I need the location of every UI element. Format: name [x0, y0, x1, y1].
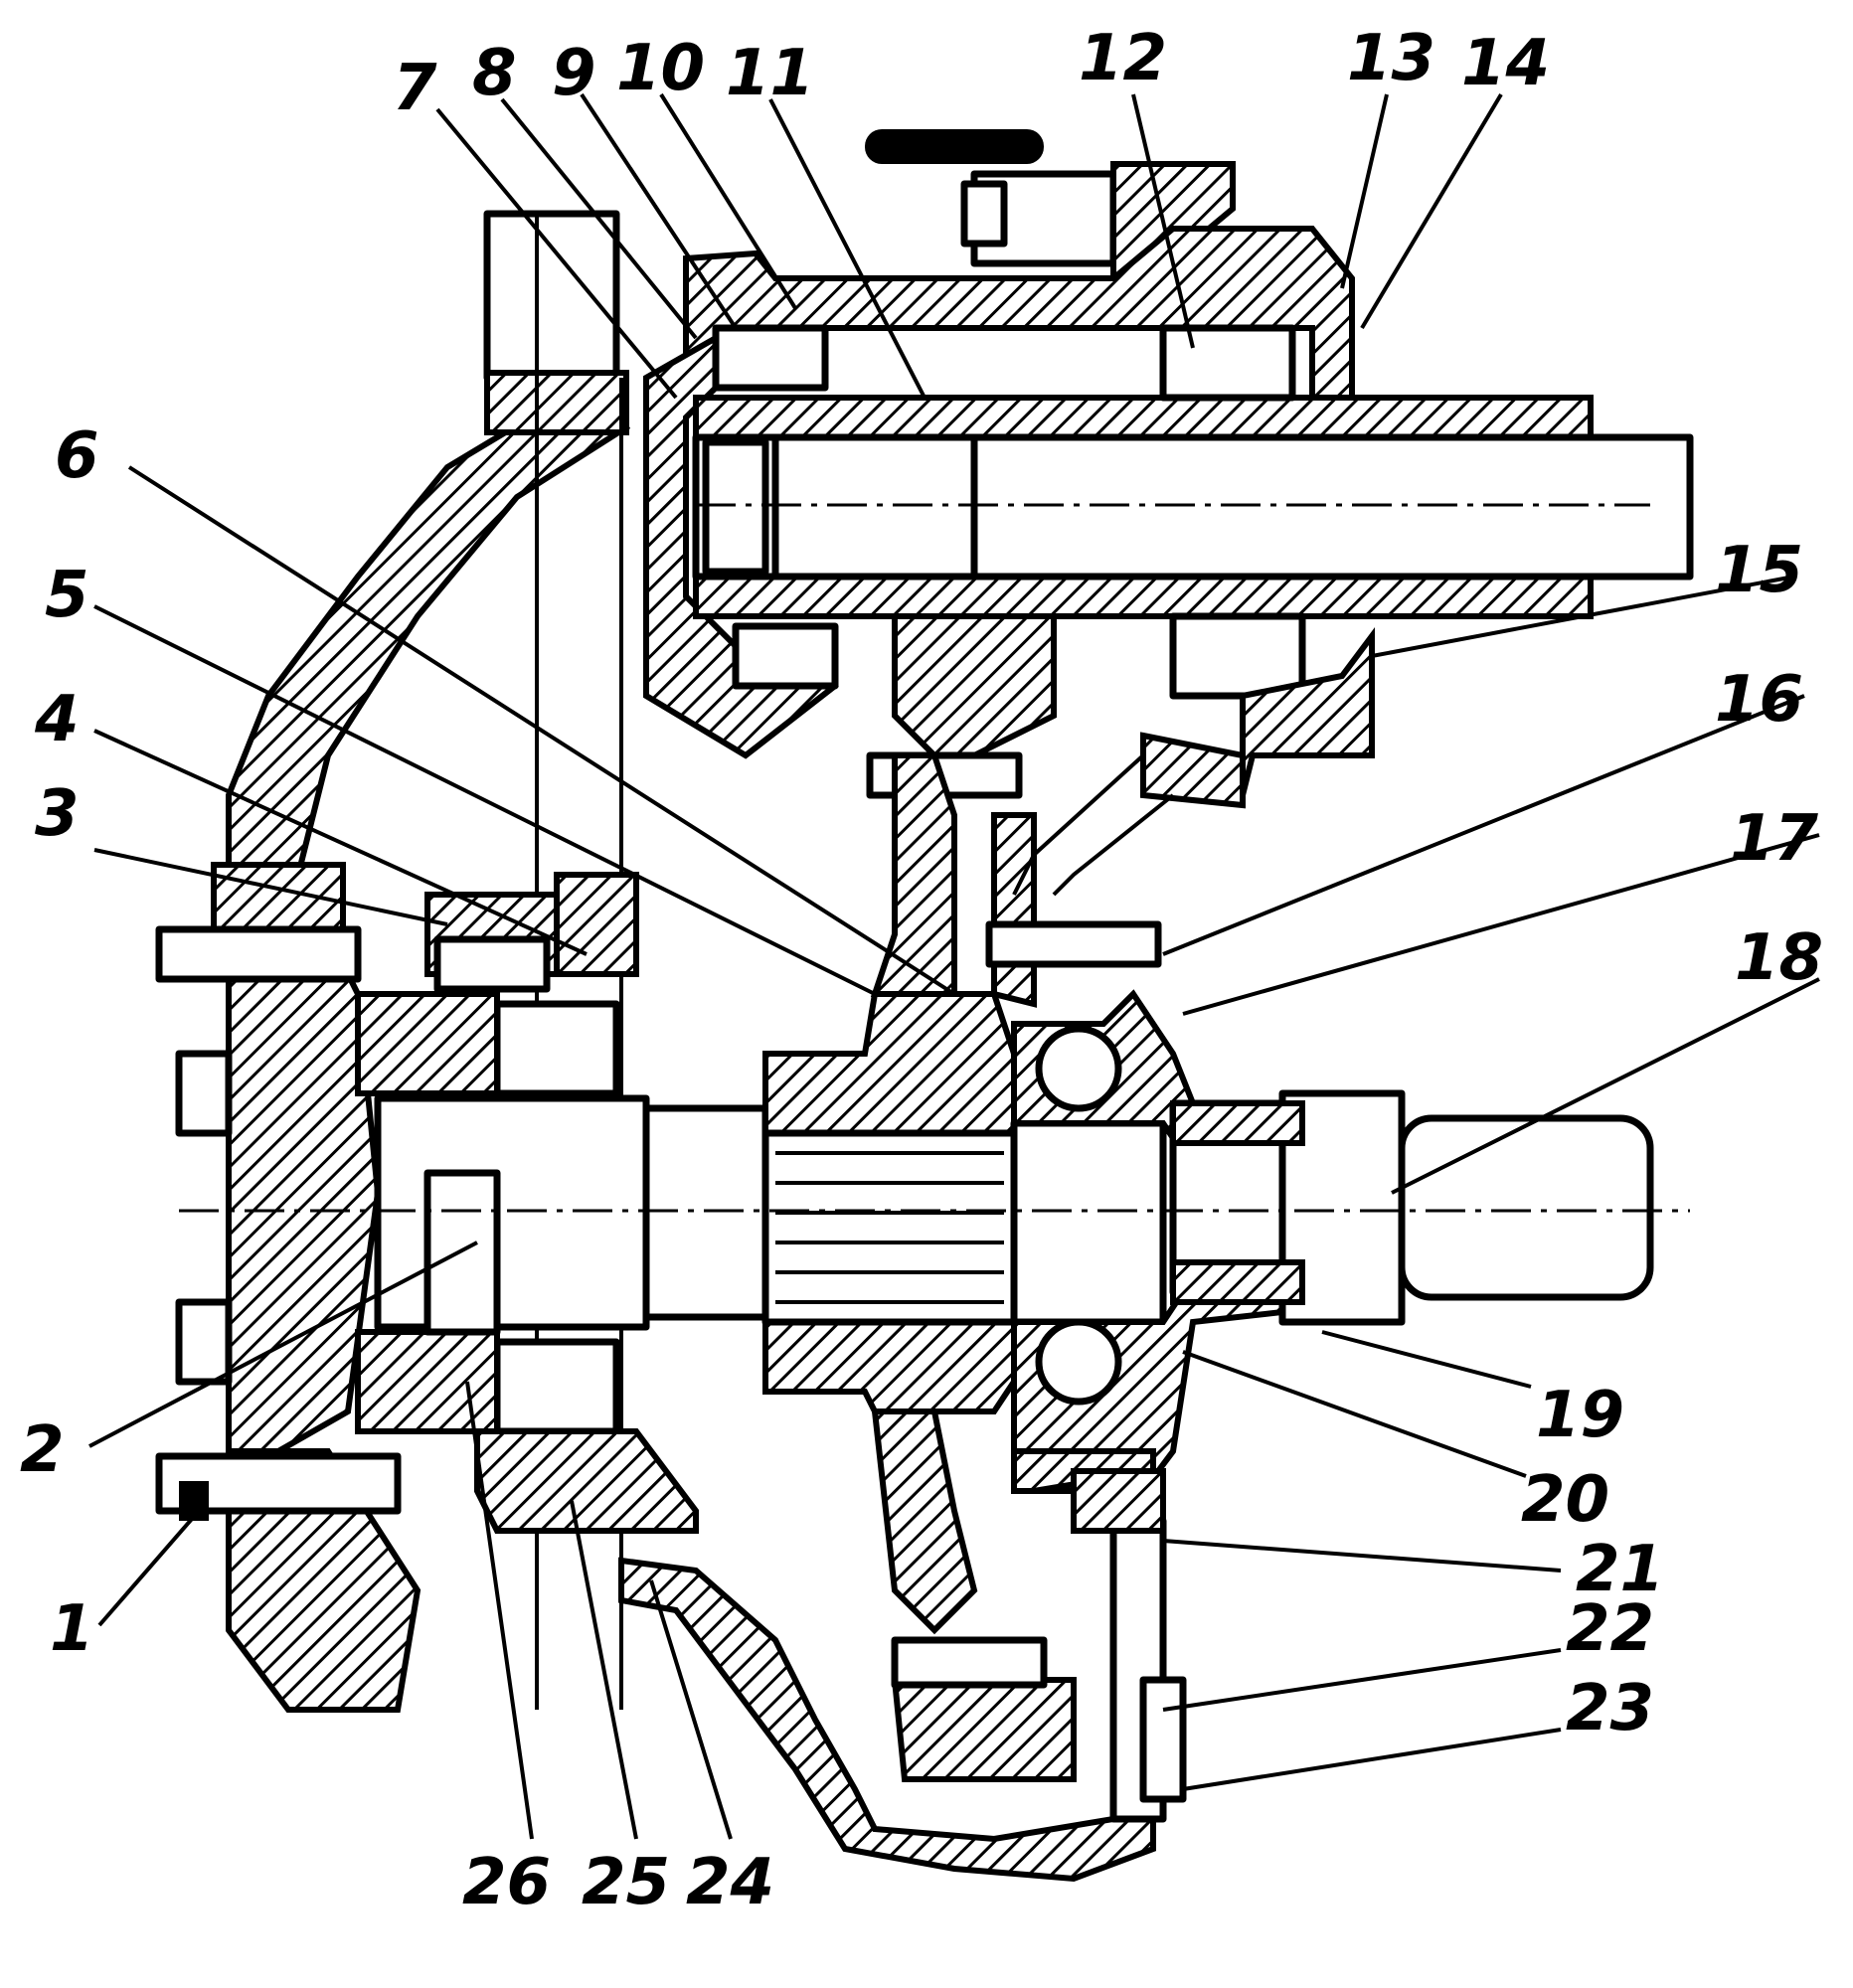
callout-labels: 1 2 3 4 5 6 7 8 9 10 11 12 13 14 15 16 1…	[20, 22, 1823, 1919]
callout-9: 9	[552, 37, 596, 110]
callout-7: 7	[393, 52, 437, 125]
callout-16: 16	[1715, 663, 1803, 737]
callout-23: 23	[1566, 1672, 1654, 1745]
intermediate-gear-web	[870, 752, 1175, 1782]
callout-8: 8	[472, 37, 517, 110]
main-shaft	[374, 989, 1654, 1494]
bottom-housing	[618, 1468, 1187, 1883]
callout-19: 19	[1536, 1379, 1624, 1452]
callout-5: 5	[45, 559, 89, 632]
callout-2: 2	[20, 1413, 65, 1487]
callout-22: 22	[1566, 1592, 1654, 1666]
callout-15: 15	[1715, 534, 1803, 607]
callout-3: 3	[35, 777, 80, 851]
callout-18: 18	[1735, 921, 1823, 995]
leader-lines	[88, 92, 1820, 1840]
callout-13: 13	[1347, 22, 1435, 95]
callout-11: 11	[726, 37, 814, 110]
spline-lines	[775, 1151, 1004, 1304]
callout-12: 12	[1079, 22, 1167, 95]
callout-10: 10	[616, 32, 705, 105]
callout-14: 14	[1461, 27, 1550, 100]
left-housing	[155, 210, 631, 1713]
callout-24: 24	[686, 1846, 774, 1919]
callout-4: 4	[34, 683, 80, 756]
callout-6: 6	[55, 419, 99, 493]
left-bearing-assembly	[355, 872, 699, 1534]
callout-1: 1	[50, 1592, 94, 1666]
callout-17: 17	[1730, 802, 1819, 876]
callout-25: 25	[582, 1846, 670, 1919]
upper-shaft-assembly	[643, 129, 1694, 809]
callout-21: 21	[1576, 1533, 1664, 1606]
callout-20: 20	[1521, 1463, 1609, 1537]
callout-26: 26	[462, 1846, 551, 1919]
